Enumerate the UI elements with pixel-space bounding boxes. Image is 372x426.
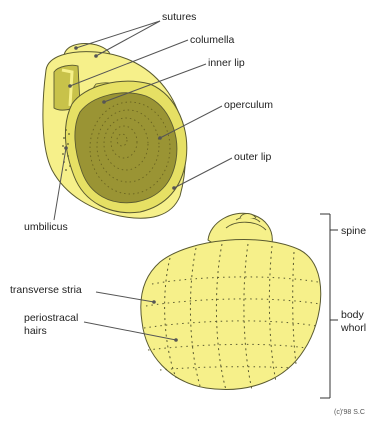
- label-body: body: [341, 309, 365, 321]
- label-operculum: operculum: [224, 99, 273, 111]
- label-hairs: hairs: [24, 325, 47, 337]
- side-view-shell: [141, 213, 321, 390]
- spine-bracket: [320, 214, 338, 248]
- label-inner-lip: inner lip: [208, 57, 245, 69]
- body-whorl-bracket: [320, 248, 338, 398]
- label-outer-lip: outer lip: [234, 151, 272, 163]
- label-whorl: whorl: [340, 322, 366, 334]
- label-columella: columella: [190, 34, 235, 46]
- label-sutures: sutures: [162, 11, 196, 23]
- label-umbilicus: umbilicus: [24, 221, 68, 233]
- aperture-view-shell: [43, 43, 187, 218]
- label-transverse-stria: transverse stria: [10, 284, 82, 296]
- label-spine: spine: [341, 225, 366, 237]
- label-periostracal: periostracal: [24, 312, 78, 324]
- body-whorl: [141, 240, 321, 390]
- copyright-note: (c)'98 S.C: [334, 409, 365, 416]
